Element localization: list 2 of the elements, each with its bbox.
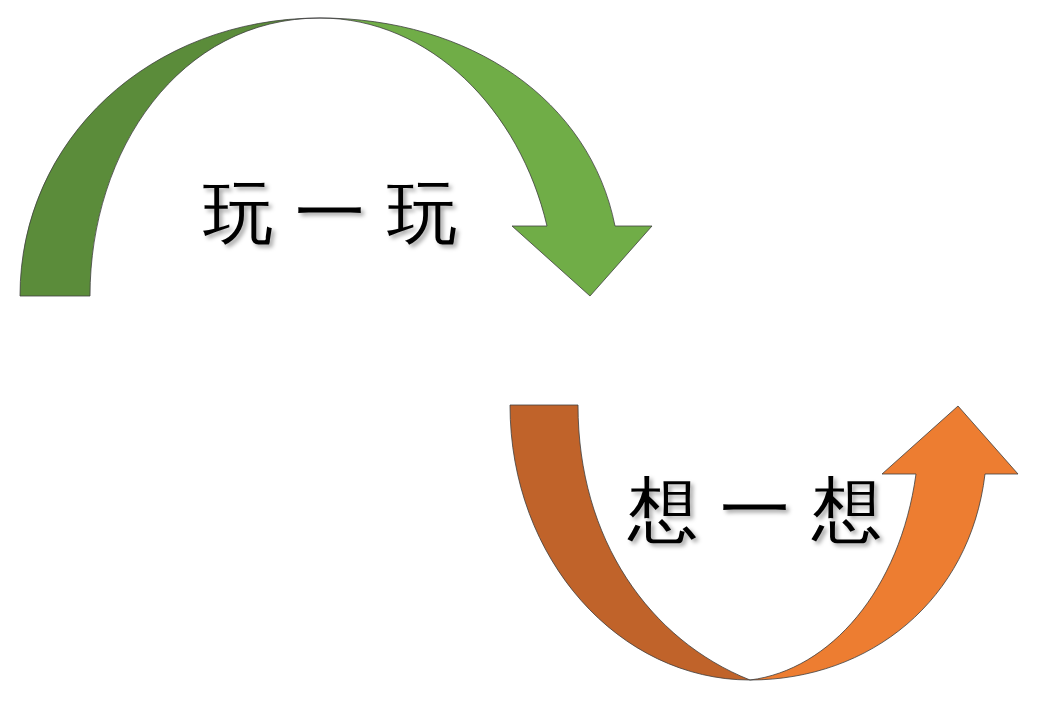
caption-text: 想一想: [628, 475, 904, 545]
caption-text: 玩一玩: [203, 178, 479, 248]
